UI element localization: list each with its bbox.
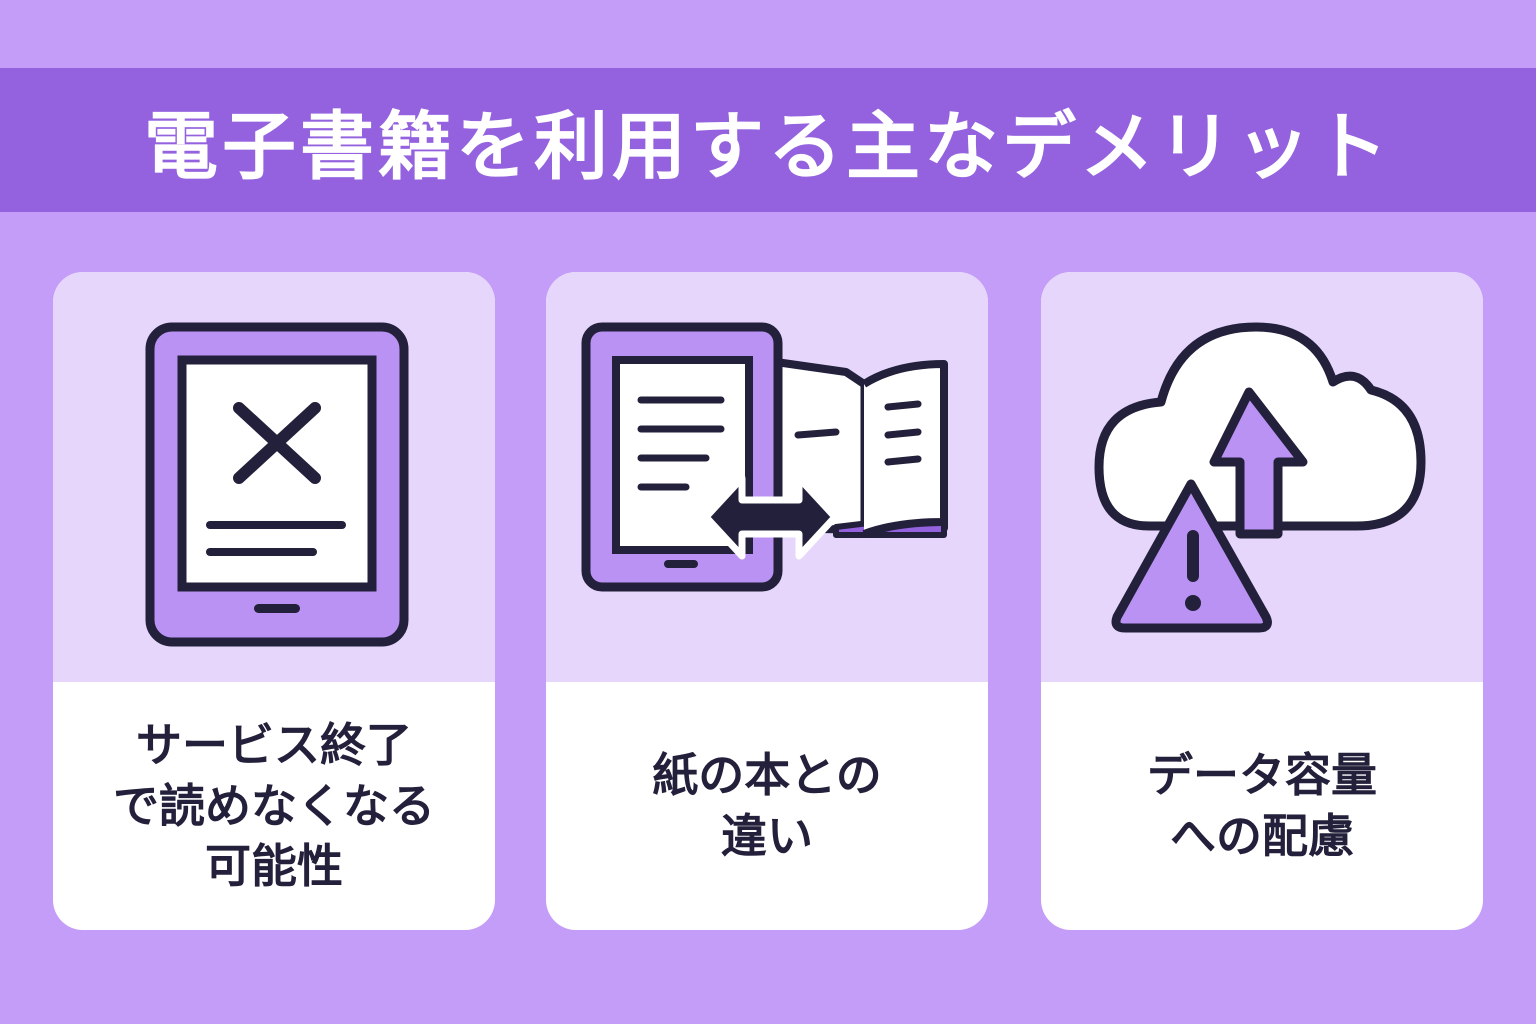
card-icon-area xyxy=(53,272,495,682)
card-label-area: データ容量 への配慮 xyxy=(1041,682,1483,930)
ereader-vs-book-icon xyxy=(581,322,948,592)
card-label: データ容量 への配慮 xyxy=(1147,748,1377,863)
page-title: 電子書籍を利用する主なデメリット xyxy=(144,103,1392,190)
card-icon-area xyxy=(1041,272,1483,682)
card-service-termination: サービス終了 で読めなくなる 可能性 xyxy=(53,272,495,930)
ereader-error-icon xyxy=(145,322,409,647)
card-data-capacity: データ容量 への配慮 xyxy=(1041,272,1483,930)
card-paper-book-difference: 紙の本との 違い xyxy=(546,272,988,930)
card-label-area: サービス終了 で読めなくなる 可能性 xyxy=(53,682,495,930)
title-banner: 電子書籍を利用する主なデメリット xyxy=(0,68,1536,212)
card-label: サービス終了 で読めなくなる 可能性 xyxy=(113,717,435,894)
card-label-area: 紙の本との 違い xyxy=(546,682,988,930)
card-label: 紙の本との 違い xyxy=(652,748,882,863)
cloud-upload-warning-icon xyxy=(1094,322,1426,633)
card-icon-area xyxy=(546,272,988,682)
